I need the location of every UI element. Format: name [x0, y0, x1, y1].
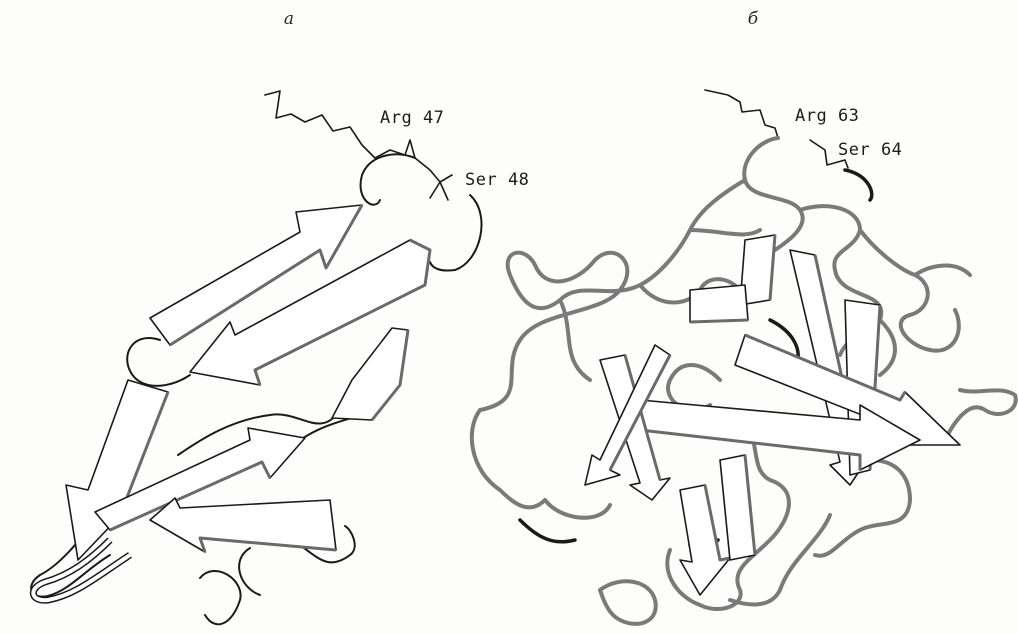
- panel-a-label-arg: Arg 47: [380, 108, 444, 128]
- panel-a-strand-6: [150, 498, 336, 552]
- panel-a: а: [31, 9, 529, 624]
- panel-a-label-ser: Ser 48: [465, 170, 529, 190]
- panel-a-letter: а: [284, 9, 294, 29]
- panel-a-strand-4: [66, 380, 168, 560]
- panel-b-strand-8: [690, 285, 748, 322]
- panel-b-letter: б: [748, 9, 759, 29]
- panel-b: б: [472, 9, 1016, 624]
- panel-b-label-ser: Ser 64: [838, 140, 902, 160]
- panel-b-label-arg: Arg 63: [795, 106, 859, 126]
- panel-a-strand-3: [332, 328, 408, 420]
- panel-b-strand-10: [720, 455, 755, 560]
- panel-b-strand-9: [680, 485, 730, 595]
- panel-b-arg-sidechain: [705, 90, 778, 138]
- panel-a-ser-sidechain: [415, 158, 452, 200]
